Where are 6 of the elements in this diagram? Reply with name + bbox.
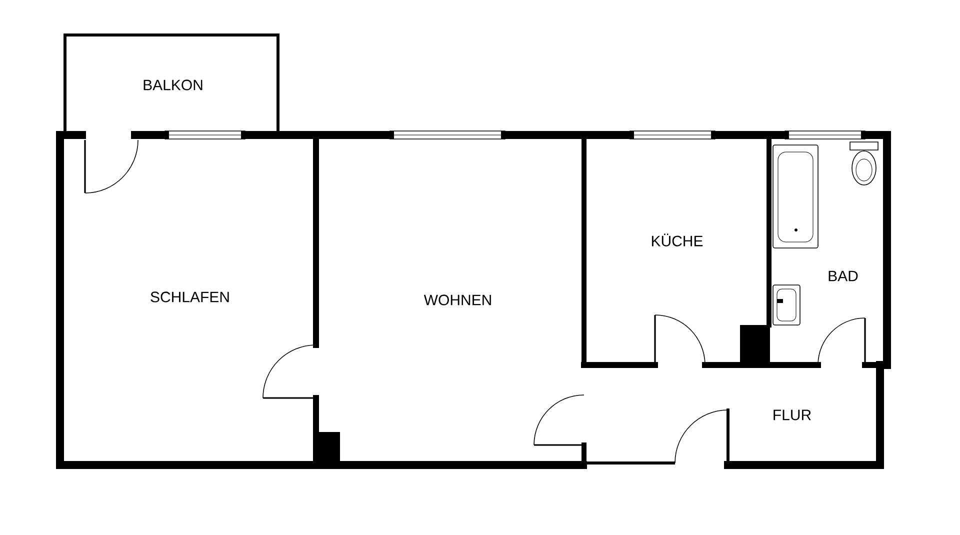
room-label: BALKON [144, 80, 202, 90]
room-label: SCHLAFEN [150, 292, 229, 302]
room-label: WOHNEN [424, 294, 491, 306]
room-label: FLUR [774, 410, 811, 420]
room-label: BAD [828, 270, 858, 282]
room-label: KÜCHE [652, 234, 703, 246]
